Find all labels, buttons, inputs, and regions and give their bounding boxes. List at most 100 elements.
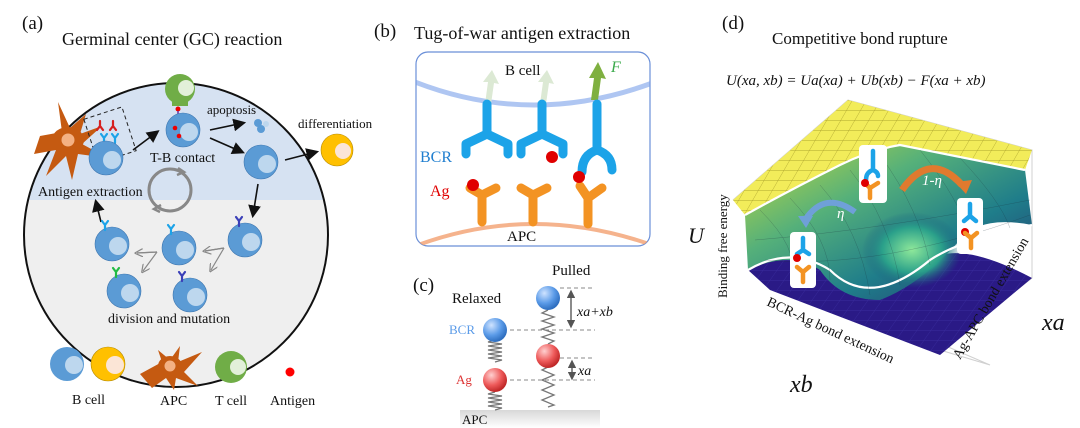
ag-label: Ag — [456, 372, 472, 387]
b-cell-icon — [227, 222, 263, 258]
ag-label: Ag — [430, 183, 450, 200]
purple-floor — [748, 253, 1032, 355]
eta-arrowhead — [798, 216, 813, 228]
arrow — [248, 183, 261, 219]
xa-axis-symbol: xa — [1041, 310, 1065, 336]
panel-b-title: Tug-of-war antigen extraction — [414, 23, 630, 43]
arrow — [284, 148, 320, 161]
differentiation-label: differentiation — [298, 116, 373, 131]
antigen-extraction-label: Antigen extraction — [38, 185, 143, 200]
u-axis-label: Binding free energy — [715, 194, 730, 298]
b-cell-selected-icon — [243, 144, 279, 180]
apc-label: APC — [507, 229, 536, 245]
one-minus-eta-transition-arrow — [899, 165, 965, 193]
force-label: F — [610, 59, 621, 76]
apoptosis-label: apoptosis — [207, 102, 256, 117]
state-card-bcr-ag-ruptured — [790, 232, 816, 288]
state-card-ag-apc-ruptured — [957, 198, 983, 254]
ag-ball-relaxed — [483, 368, 507, 392]
panel-a: (a) Germinal center (GC) reaction Antige… — [22, 13, 373, 409]
bcr-label: BCR — [449, 322, 475, 337]
arrow — [92, 198, 105, 223]
legend-item-antigen: Antigen — [270, 367, 315, 409]
antigen-icon — [546, 151, 558, 163]
force-arrow-faint — [538, 70, 554, 104]
u-axis-symbol: U — [688, 223, 706, 248]
bcr-ball-relaxed — [483, 318, 507, 342]
arrow — [205, 248, 225, 251]
b-cell-tb-contact-icon — [165, 112, 201, 148]
ag-receptor-icon — [516, 183, 552, 227]
arrow — [132, 130, 160, 151]
b-cell-icon — [50, 346, 126, 382]
force-arrow — [589, 62, 606, 100]
relaxed-label: Relaxed — [452, 291, 502, 307]
b-cell-icon — [94, 226, 130, 262]
spring-ag-apc-pulled — [540, 366, 556, 408]
eta-transition-arrow — [802, 199, 857, 222]
t-cell-contact-icon — [165, 74, 195, 116]
legend-label: T cell — [215, 394, 247, 409]
panel-c: (c) Relaxed Pulled APC BCR Ag xa+xb xa — [413, 263, 613, 428]
apc-surface-label: APC — [462, 412, 487, 427]
b-cell-icon — [172, 277, 208, 313]
bcr-icon — [461, 99, 513, 159]
energy-equation: U(xa, xb) = Ua(xa) + Ub(xb) − F(xa + xb) — [726, 73, 986, 89]
spring-ag-apc-relaxed — [487, 391, 503, 411]
panel-d-title: Competitive bond rupture — [772, 29, 948, 48]
panel-a-title: Germinal center (GC) reaction — [62, 29, 282, 50]
b-cell-icon — [161, 230, 197, 266]
eta-label: η — [837, 206, 844, 222]
legend-item-apc: APC — [140, 346, 202, 409]
force-arrow-faint — [483, 70, 499, 104]
panel-d-label: (d) — [722, 13, 744, 34]
b-cell-label: B cell — [505, 63, 540, 79]
state-card-bound — [859, 145, 887, 203]
b-cell-icon — [106, 273, 142, 309]
arrow — [209, 118, 247, 132]
arrow — [137, 252, 158, 253]
antigen-icon — [172, 125, 178, 131]
pulled-label: Pulled — [552, 263, 591, 279]
legend: B cell APC T cell Antigen — [50, 346, 315, 409]
bcr-icon-pulled — [577, 99, 617, 177]
panel-a-label: (a) — [22, 13, 43, 34]
apc-cell-icon — [34, 102, 108, 180]
b-cell-membrane — [416, 77, 650, 108]
legend-label: B cell — [72, 393, 105, 408]
xb-axis-symbol: xb — [789, 372, 813, 398]
plasma-cell-icon — [320, 133, 354, 167]
xa-plus-xb-label: xa+xb — [576, 305, 613, 320]
spring-bcr-ag-relaxed — [487, 339, 503, 363]
bcr-icon — [516, 99, 568, 159]
bcr-label: BCR — [420, 149, 452, 166]
legend-item-b-cell: B cell — [50, 346, 126, 408]
apoptotic-cell-icon — [254, 119, 269, 133]
bcr-ball-pulled — [536, 286, 560, 310]
energy-barrier — [862, 212, 962, 288]
one-minus-eta-label: 1-η — [922, 173, 942, 189]
t-cell-icon — [215, 351, 247, 383]
panel-d: (d) Competitive bond rupture U(xa, xb) =… — [688, 13, 1065, 398]
division-mutation-label: division and mutation — [108, 312, 230, 327]
reference-lines — [510, 287, 595, 381]
ag-receptor-icon — [575, 181, 607, 229]
legend-label: APC — [160, 394, 187, 409]
b-cell-extraction-icon — [88, 140, 124, 176]
energy-landscape-plot — [732, 99, 1033, 366]
apc-icon — [140, 346, 202, 390]
arrow — [209, 137, 245, 155]
spring-bcr-ag-pulled — [539, 309, 557, 345]
legend-label: Antigen — [270, 394, 315, 409]
antigen-icon — [573, 171, 585, 183]
panel-c-label: (c) — [413, 275, 434, 296]
apc-surface — [460, 410, 600, 428]
legend-item-t-cell: T cell — [215, 351, 247, 409]
antigen-icon — [467, 179, 479, 191]
panel-b-label: (b) — [374, 21, 396, 42]
panel-b: (b) Tug-of-war antigen extraction B cell… — [374, 21, 651, 247]
tb-contact-label: T-B contact — [150, 151, 215, 166]
antigen-icon — [285, 367, 295, 377]
antigen-icon — [176, 133, 182, 139]
